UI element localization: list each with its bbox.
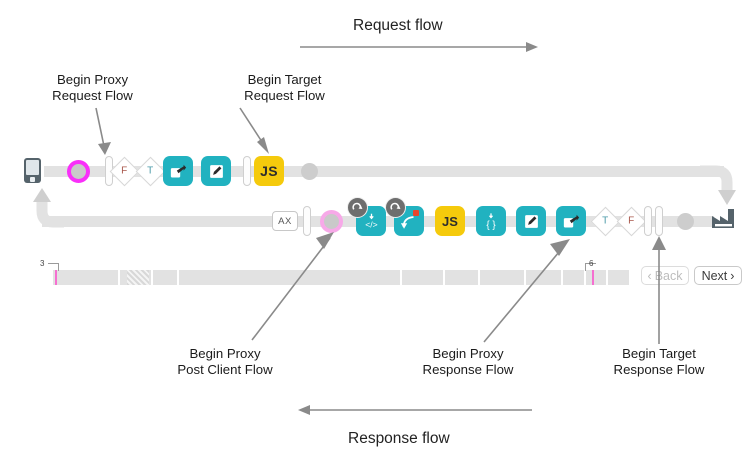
timeline-track[interactable]: [53, 270, 629, 285]
response-row-elbow: [33, 188, 64, 228]
callout-arrow-begin-proxy-request: [95, 107, 111, 155]
timeline-right-bracket: [585, 263, 596, 271]
response-flow-arrow: [298, 405, 532, 415]
condition-flag-true[interactable]: T: [135, 156, 166, 187]
timeline-divider: [443, 270, 445, 285]
policy-edit[interactable]: [201, 156, 231, 186]
svg-text:{ }: { }: [486, 219, 496, 230]
timeline-divider: [561, 270, 563, 285]
policy-attach-badge[interactable]: [385, 197, 406, 218]
callout-line1: Begin Proxy: [56, 72, 129, 87]
timeline-marker-end[interactable]: [592, 270, 594, 285]
back-chevron-icon: ‹: [647, 268, 652, 283]
callout-line1: Begin Proxy: [189, 346, 261, 361]
request-flow-end-dot[interactable]: [301, 163, 318, 180]
timeline-divider: [118, 270, 120, 285]
callout-line2: Response Flow: [613, 361, 705, 377]
condition-flag-false-label: F: [121, 165, 128, 177]
timeline-divider: [151, 270, 153, 285]
timeline-divider: [584, 270, 586, 285]
target-endpoint-divider[interactable]: [243, 156, 251, 186]
callout-line2: Post Client Flow: [177, 361, 273, 377]
callout-line1: Begin Proxy: [432, 346, 504, 361]
callout-arrow-begin-proxy-post-client: [251, 232, 334, 341]
next-chevron-icon: ›: [730, 268, 735, 283]
request-flow-start-marker[interactable]: [67, 160, 90, 183]
analytics-ax-label: AX: [278, 215, 292, 227]
callout-arrow-begin-proxy-response: [483, 239, 570, 343]
timeline-marker-start[interactable]: [55, 270, 57, 285]
factory-icon: [712, 209, 734, 228]
rotate-arrow-icon: [390, 202, 401, 210]
callout-arrow-begin-target-request: [239, 107, 269, 154]
timeline-hatched-segment: [127, 270, 149, 285]
client-device-icon: [24, 158, 41, 183]
policy-javascript-label: JS: [442, 213, 458, 229]
timeline-divider: [400, 270, 402, 285]
flow-callout-icon: [400, 215, 414, 229]
policy-edit[interactable]: [516, 206, 546, 236]
condition-flag-true-label: T: [147, 165, 154, 177]
timeline-right-label: 6: [589, 259, 594, 268]
edit-policy-icon: [209, 164, 223, 178]
response-flow-title: Response flow: [348, 430, 450, 447]
phone-home-button: [30, 177, 35, 182]
callout-begin-target-request: Begin Target Request Flow: [232, 72, 337, 103]
callout-line1: Begin Target: [247, 72, 322, 87]
policy-attach-badge[interactable]: [347, 197, 368, 218]
request-row-elbow: [700, 165, 736, 205]
condition-flag-false[interactable]: F: [616, 206, 647, 237]
target-response-divider-2[interactable]: [655, 206, 663, 236]
json-braces-icon: { }: [486, 212, 496, 230]
policy-javascript-label: JS: [260, 163, 278, 179]
callout-line1: Begin Target: [622, 346, 696, 361]
response-flow-end-dot[interactable]: [677, 213, 694, 230]
mobile-phone-icon: [24, 158, 41, 183]
policy-assign-message[interactable]: [163, 156, 193, 186]
policy-xml-code[interactable]: </>: [347, 197, 386, 236]
next-button[interactable]: Next ›: [694, 266, 742, 285]
svg-text:</>: </>: [365, 219, 377, 229]
xml-code-icon: </>: [365, 213, 377, 229]
callout-begin-proxy-post-client: Begin Proxy Post Client Flow: [170, 346, 280, 377]
callout-arrow-begin-target-response: [652, 236, 666, 344]
timeline-left-bracket: [48, 263, 59, 271]
timeline-divider: [606, 270, 608, 285]
next-button-label: Next: [701, 268, 728, 283]
target-server-icon: [712, 209, 740, 229]
assign-message-icon: [170, 164, 186, 177]
policy-flow-callout[interactable]: [385, 197, 424, 236]
policy-json[interactable]: { }: [476, 206, 506, 236]
post-client-divider[interactable]: [303, 206, 311, 236]
condition-flag-false-label: F: [628, 215, 635, 227]
policy-error-chip: [413, 210, 419, 216]
timeline-divider: [177, 270, 179, 285]
post-client-flow-marker[interactable]: [320, 210, 343, 233]
callout-begin-target-response: Begin Target Response Flow: [604, 346, 714, 377]
policy-javascript[interactable]: JS: [435, 206, 465, 236]
assign-message-icon: [563, 214, 579, 227]
callout-begin-proxy-request: Begin Proxy Request Flow: [40, 72, 145, 103]
policy-assign-message[interactable]: [556, 206, 586, 236]
timeline-left-label: 3: [40, 259, 45, 268]
timeline-divider: [524, 270, 526, 285]
rotate-arrow-icon: [352, 202, 363, 210]
target-response-divider-1[interactable]: [644, 206, 652, 236]
policy-javascript[interactable]: JS: [254, 156, 284, 186]
condition-flag-true-label: T: [602, 215, 609, 227]
phone-screen: [26, 160, 39, 175]
request-flow-arrow: [300, 42, 538, 52]
callout-line2: Response Flow: [422, 361, 514, 377]
back-button-label: Back: [654, 268, 683, 283]
callout-line2: Request Flow: [52, 87, 133, 103]
back-button[interactable]: ‹ Back: [641, 266, 689, 285]
request-flow-title: Request flow: [353, 17, 443, 34]
analytics-ax-node[interactable]: AX: [272, 211, 298, 231]
callout-begin-proxy-response: Begin Proxy Response Flow: [413, 346, 523, 377]
edit-policy-icon: [524, 214, 538, 228]
request-row-rail: [44, 166, 724, 177]
timeline-divider: [478, 270, 480, 285]
callout-line2: Request Flow: [244, 87, 325, 103]
